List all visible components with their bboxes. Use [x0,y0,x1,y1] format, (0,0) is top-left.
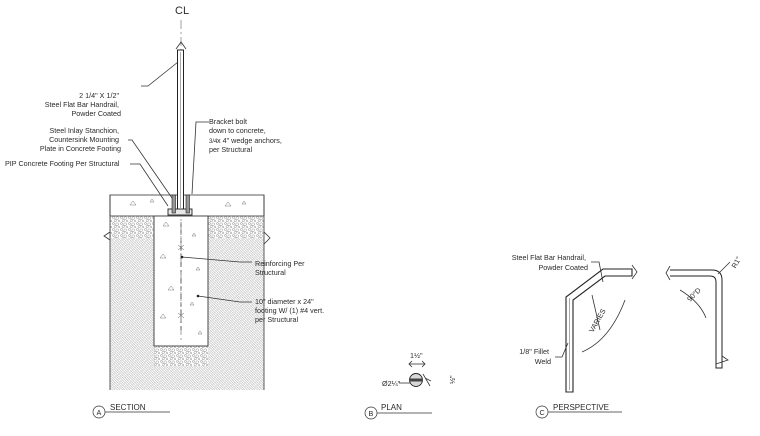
footing-size-callout: 10" diameter x 24" footing W/ (1) #4 ver… [255,297,326,324]
bracket-fraction: 3/4 [209,139,218,145]
varies-label: VARIES [587,307,608,334]
stanchion-callout: Steel Inlay Stanchion, Countersink Mount… [40,126,121,153]
section-detail: CL 2 1/4" X 1/2" Steel Flat Bar [5,5,326,419]
section-title: SECTION [110,403,146,412]
weld-callout: 1/8" Fillet Weld [519,347,551,366]
perspective-title: PERSPECTIVE [553,403,609,412]
section-title-block: A SECTION [92,403,170,419]
perspective-title-letter: C [540,408,545,417]
concrete-aggregate-marks [129,198,247,335]
bracket-callout: Bracket bolt down to concrete, x 4" wedg… [209,117,284,154]
plan-width-dim: 1½" [410,351,423,360]
plan-title-letter: B [369,409,374,418]
plan-title-block: B PLAN [364,403,432,420]
perspective-handrail-bar [565,268,633,393]
anchor-bolts [171,194,190,214]
plan-title: PLAN [381,403,402,412]
section-leaders [128,61,252,303]
plan-detail: 1½" Ø2¼" ½" B PLAN [364,351,457,420]
section-title-letter: A [97,408,102,417]
centerline-symbol: CL [175,5,189,17]
handrail-callout: 2 1/4" X 1/2" Steel Flat Bar Handrail, P… [45,91,121,118]
plan-thk-dim: ½" [448,375,457,384]
bar-plan-section [409,378,423,382]
perspective-title-block: C PERSPECTIVE [535,403,622,419]
perspective-detail: VARIES Steel Flat Bar Handrail, Powder C… [512,253,743,419]
radius-label: R1" [729,255,743,270]
earth-hatch [110,232,264,390]
bend-detail-bar [670,269,723,369]
stanchion-plate [167,208,193,216]
reinforcing-callout: Reinforcing Per Structural [255,259,307,277]
plan-dia-dim: Ø2¼" [382,379,401,388]
perspective-handrail-callout: Steel Flat Bar Handrail, Powder Coated [512,253,588,272]
footing-callout: PIP Concrete Footing Per Structural [5,159,120,168]
angle-label: 90°D [685,286,703,304]
gravel-base [110,216,264,366]
